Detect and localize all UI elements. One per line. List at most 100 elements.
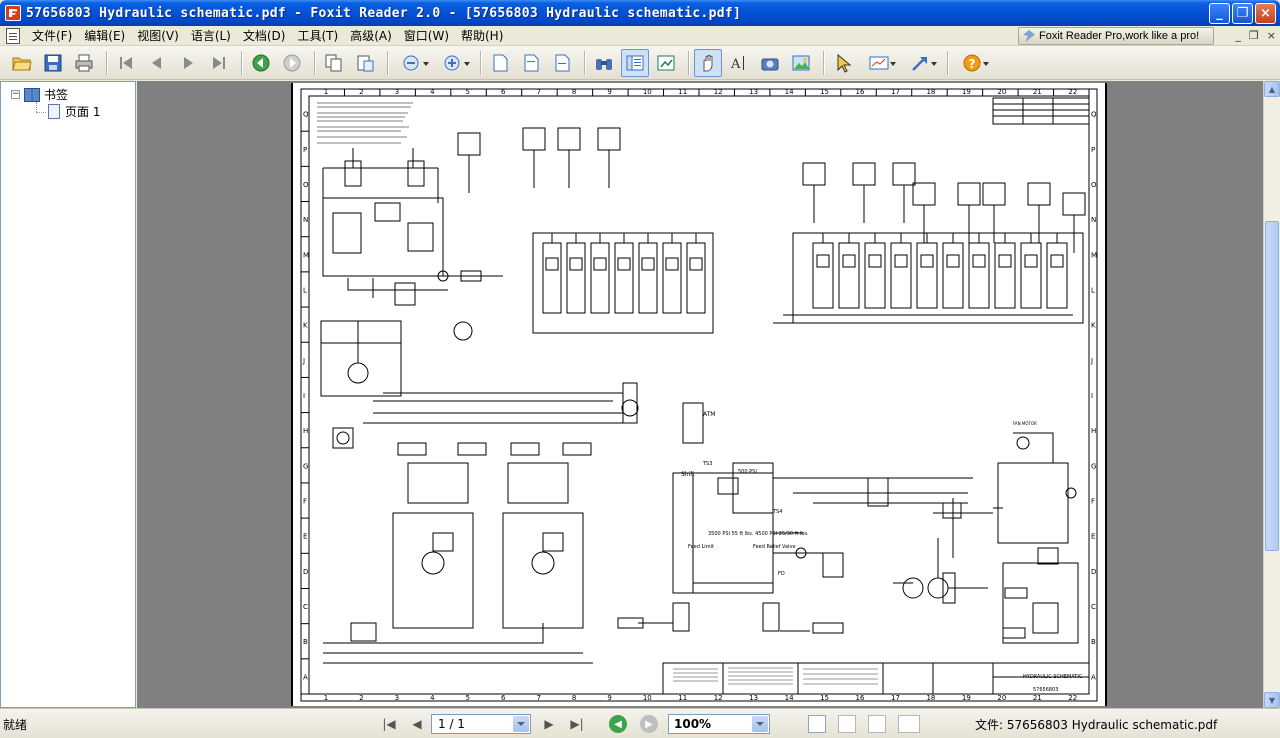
menu-help[interactable]: 帮助(H) (461, 29, 504, 43)
grid-column-label: 9 (607, 694, 611, 702)
window-title: 57656803 Hydraulic schematic.pdf - Foxit… (26, 5, 742, 21)
pdf-page[interactable]: Shift Feed Limit Feed Relief Valve 3500 … (291, 83, 1107, 706)
previous-page-button[interactable] (143, 49, 171, 77)
grid-column-label: 1 (324, 694, 328, 702)
document-view[interactable]: Shift Feed Limit Feed Relief Valve 3500 … (137, 81, 1263, 708)
collapse-toggle[interactable]: − (11, 89, 20, 99)
grid-row-label: N (303, 216, 308, 224)
fit-page-button[interactable] (517, 49, 545, 77)
last-page-button[interactable] (205, 49, 233, 77)
hand-tool-button[interactable] (694, 48, 722, 77)
menu-edit[interactable]: 编辑(E) (84, 29, 126, 43)
next-page-status-icon[interactable]: ▶ (544, 717, 554, 731)
forward-status-icon[interactable]: ▶ (640, 715, 658, 733)
grid-column-label: 16 (856, 88, 865, 96)
scroll-thumb[interactable] (1265, 221, 1279, 551)
first-page-button[interactable] (112, 49, 140, 77)
mdi-minimize-button[interactable]: _ (1235, 29, 1241, 42)
document-menu-icon[interactable] (6, 27, 20, 44)
grid-column-label: 14 (785, 694, 794, 702)
toolbar-separator (106, 50, 107, 75)
copy-button[interactable] (320, 49, 348, 77)
arrow-tool-button[interactable] (901, 49, 939, 77)
grid-column-label: 7 (536, 88, 540, 96)
back-status-icon[interactable]: ◀ (609, 715, 627, 733)
thumbnail-button[interactable] (652, 49, 680, 77)
menu-advanced[interactable]: 高级(A) (350, 29, 392, 43)
next-page-button[interactable] (174, 49, 202, 77)
grid-column-label: 10 (643, 88, 652, 96)
maximize-button[interactable]: ❐ (1232, 3, 1253, 24)
back-icon (252, 54, 270, 71)
toolbar-separator (480, 50, 481, 75)
zoom-in-button[interactable] (434, 49, 472, 77)
grid-column-label: 21 (1033, 88, 1042, 96)
open-button[interactable] (8, 49, 36, 77)
forward-button[interactable] (278, 49, 306, 77)
paste-button[interactable] (351, 49, 379, 77)
zoom-field[interactable]: 100% (668, 714, 770, 734)
first-page-status-icon[interactable]: |◀ (382, 717, 396, 731)
menu-file[interactable]: 文件(F) (32, 29, 73, 43)
menu-document[interactable]: 文档(D) (242, 29, 286, 43)
menu-bar: 文件(F) 编辑(E) 视图(V) 语言(L) 文档(D) 工具(T) 高级(A… (0, 26, 1280, 46)
mdi-close-button[interactable]: × (1266, 29, 1276, 42)
grid-column-label: 6 (501, 88, 506, 96)
tree-connector (36, 102, 37, 112)
single-page-view-icon[interactable] (808, 715, 826, 733)
mdi-restore-button[interactable]: ❐ (1248, 29, 1259, 42)
grid-row-label: L (303, 286, 307, 294)
shift-label: Shift (681, 471, 695, 478)
promo-text: Foxit Reader Pro,work like a pro! (1039, 30, 1200, 42)
scroll-down-icon[interactable]: ▼ (1264, 692, 1280, 708)
copy-icon (325, 54, 342, 71)
fit-width-button[interactable] (548, 49, 576, 77)
find-button[interactable] (590, 49, 618, 77)
menu-window[interactable]: 窗口(W) (403, 29, 449, 43)
select-arrow-button[interactable] (829, 49, 857, 77)
grid-row-label: P (303, 146, 307, 154)
scroll-up-icon[interactable]: ▲ (1264, 81, 1280, 97)
zoom-out-button[interactable] (393, 49, 431, 77)
last-page-status-icon[interactable]: ▶| (570, 717, 584, 731)
snapshot-icon (761, 58, 779, 70)
text-select-button[interactable]: A (725, 49, 753, 77)
promo-banner[interactable]: Foxit Reader Pro,work like a pro! (1018, 27, 1214, 45)
continuous-facing-view-icon[interactable] (898, 715, 920, 733)
facing-view-icon[interactable] (868, 715, 886, 733)
zoom-value: 100% (674, 717, 712, 731)
file-name-status: 文件: 57656803 Hydraulic schematic.pdf (975, 718, 1218, 732)
feed-relief-label: Feed Relief Valve (753, 544, 796, 550)
minimize-button[interactable]: _ (1209, 3, 1230, 24)
toolbar-separator (688, 50, 689, 75)
grid-column-label: 7 (536, 694, 540, 702)
page-number-field[interactable]: 1 / 1 (431, 714, 531, 734)
pressure-spec-label: 3500 PSI 55 ft lbs. 4500 PSI 25/30 ft lb… (708, 531, 809, 537)
menu-language[interactable]: 语言(L) (190, 29, 231, 43)
menu-tools[interactable]: 工具(T) (297, 29, 339, 43)
zoom-dropdown-icon[interactable] (752, 716, 768, 732)
continuous-view-icon[interactable] (838, 715, 856, 733)
print-button[interactable] (70, 49, 98, 77)
image-button[interactable] (787, 49, 815, 77)
bookmark-page-label: 页面 1 (65, 105, 101, 119)
close-button[interactable]: × (1255, 3, 1276, 24)
bookmarks-panel-button[interactable] (621, 48, 649, 77)
snapshot-button[interactable] (756, 49, 784, 77)
vertical-scrollbar[interactable]: ▲ ▼ (1263, 81, 1280, 708)
bookmark-page-1[interactable]: 页面 1 (48, 103, 100, 120)
hand-tool-icon (703, 54, 713, 71)
bookmark-root[interactable]: − 书签 (11, 86, 68, 103)
actual-size-button[interactable] (486, 49, 514, 77)
menu-view[interactable]: 视图(V) (137, 29, 179, 43)
toolbar-separator (241, 50, 242, 75)
annotation-button[interactable] (860, 49, 898, 77)
save-button[interactable] (39, 49, 67, 77)
grid-row-label: I (1091, 392, 1093, 400)
help-button[interactable]: ? (953, 49, 991, 77)
grid-column-label: 9 (607, 88, 611, 96)
page-dropdown-icon[interactable] (513, 716, 529, 732)
back-button[interactable] (247, 49, 275, 77)
fit-width-icon (555, 54, 570, 71)
prev-page-status-icon[interactable]: ◀ (412, 717, 422, 731)
